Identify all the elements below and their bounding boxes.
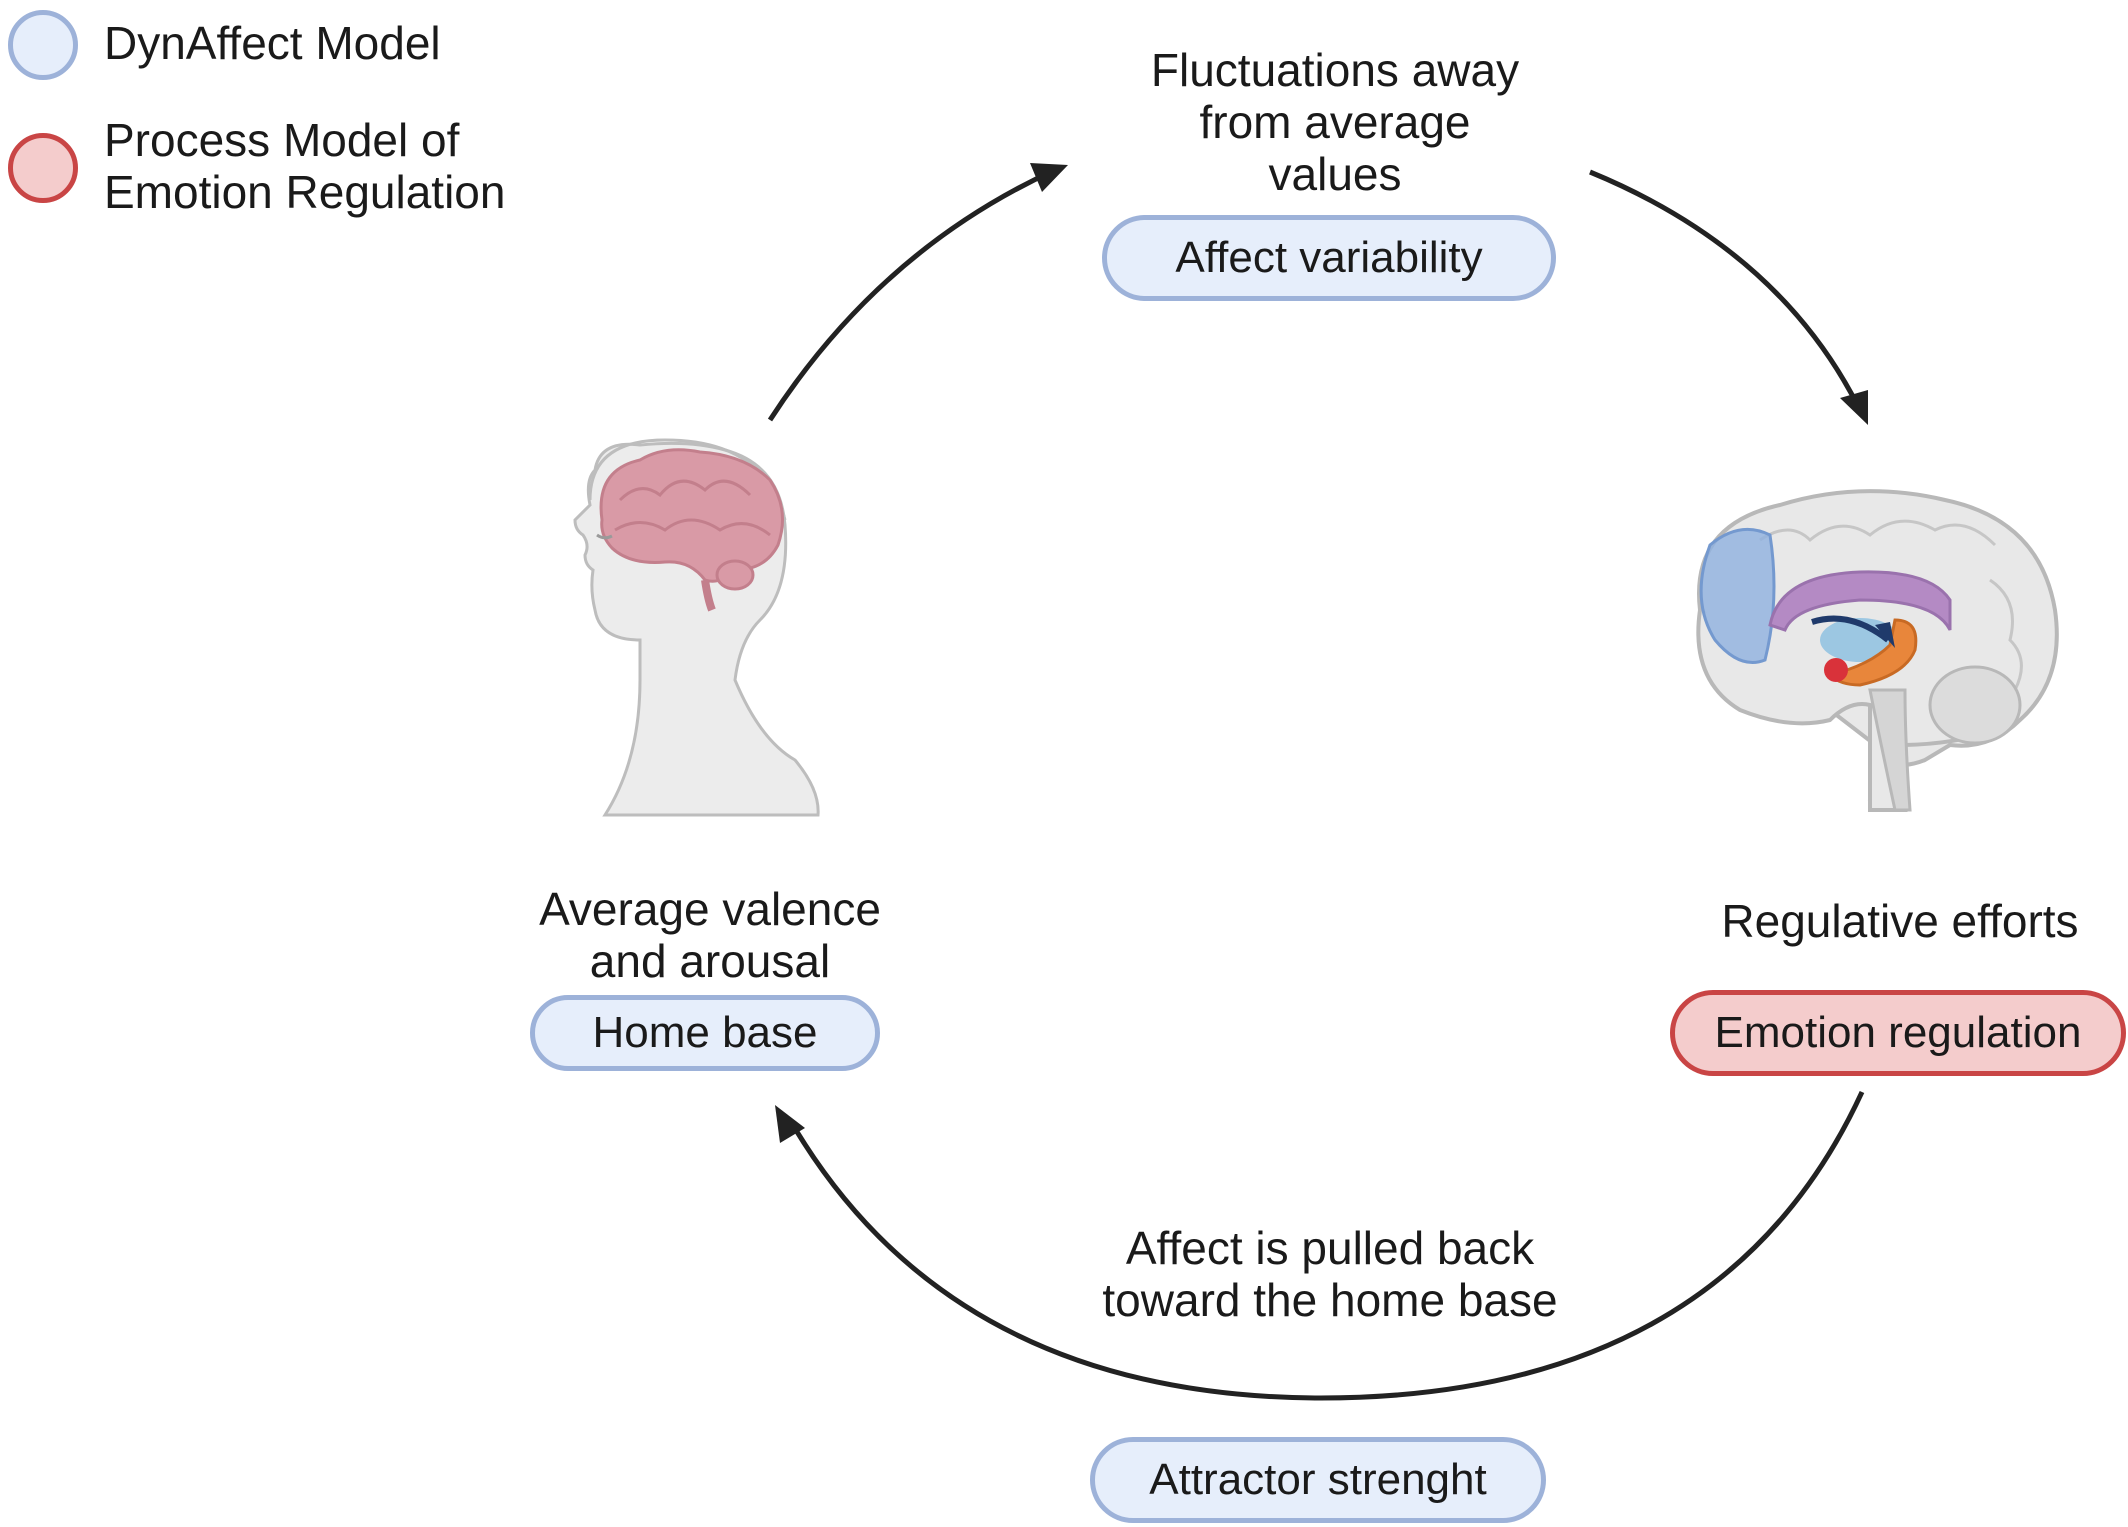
affect-variability-pill: Affect variability: [1102, 215, 1556, 301]
emotion-regulation-pill: Emotion regulation: [1670, 990, 2126, 1076]
legend-process-model-swatch: [8, 133, 78, 203]
arrow-home-to-variability: [767, 167, 1057, 422]
arrowhead: [1840, 390, 1868, 425]
regulative-efforts-caption: Regulative efforts: [1721, 895, 2079, 947]
legend-dynaffect-swatch: [8, 10, 78, 80]
arrowhead: [775, 1105, 805, 1143]
arrow-regulation-to-home: [787, 1090, 1865, 1401]
legend-dynaffect-label: DynAffect Model: [104, 17, 441, 69]
arrowhead: [1030, 163, 1068, 192]
variability-caption: Fluctuations away from average values: [1150, 44, 1520, 200]
attractor-strength-pill: Attractor strenght: [1090, 1437, 1546, 1523]
home-base-pill: Home base: [530, 995, 880, 1071]
arrow-variability-to-regulation: [1589, 169, 1863, 412]
legend-process-model-label: Process Model of Emotion Regulation: [104, 114, 506, 218]
home-base-caption: Average valence and arousal: [539, 883, 881, 987]
attractor-caption: Affect is pulled back toward the home ba…: [1102, 1222, 1558, 1326]
